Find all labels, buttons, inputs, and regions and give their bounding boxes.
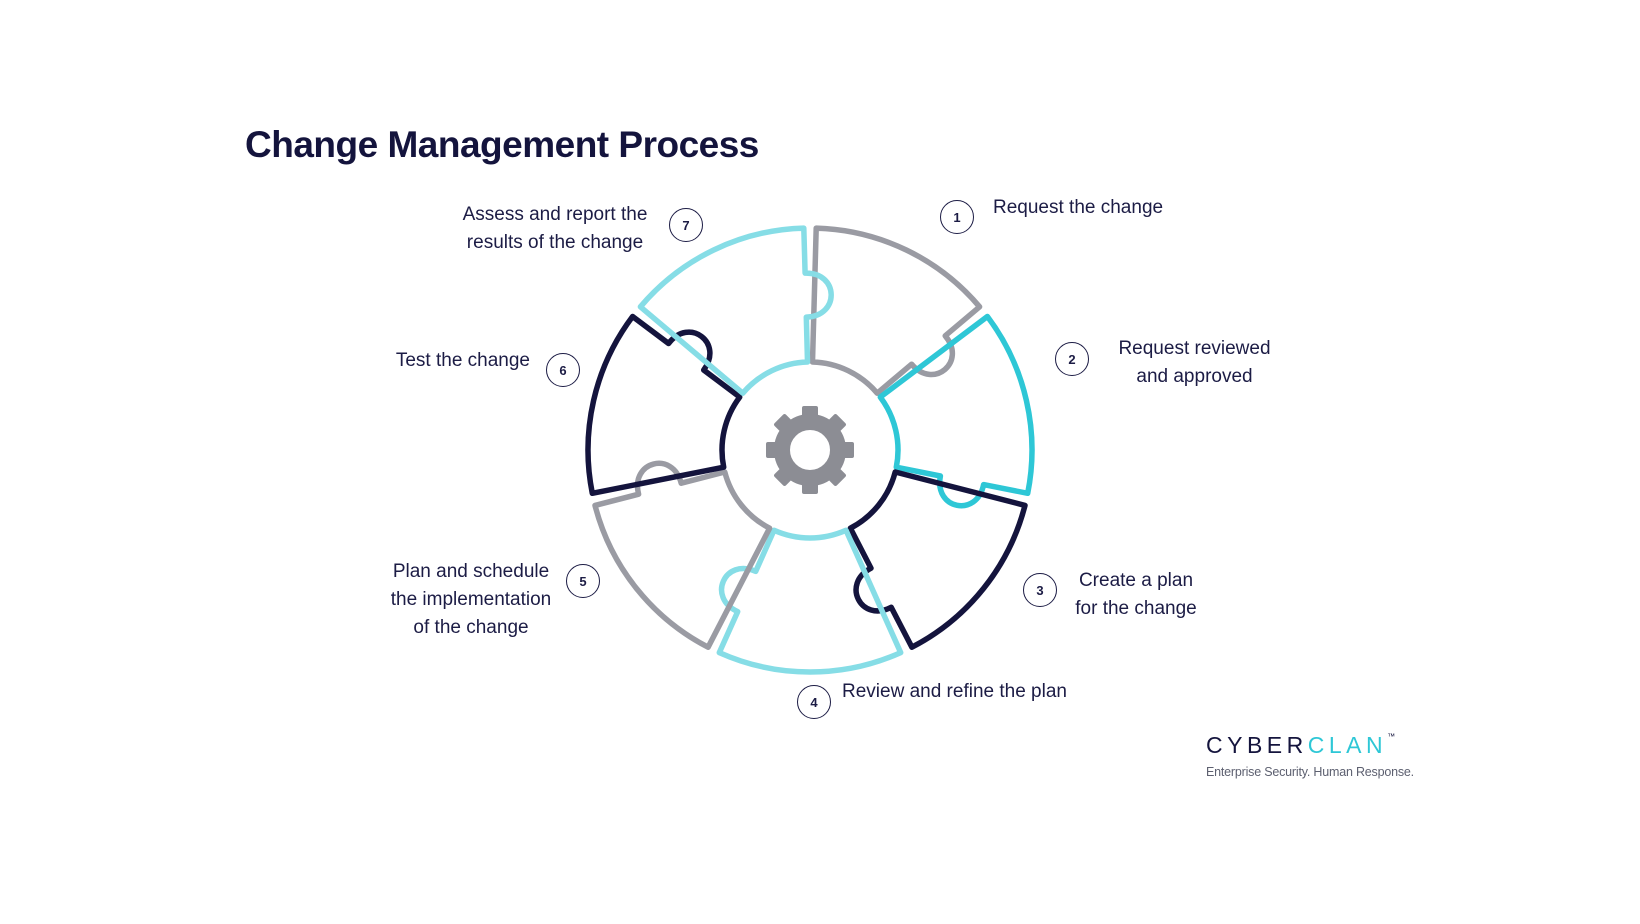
puzzle-ring <box>585 225 1035 675</box>
puzzle-piece-1 <box>809 225 983 396</box>
step-5-label: Plan and schedule the implementation of … <box>390 561 552 638</box>
step-6-label: Test the change <box>395 350 530 371</box>
gear-icon <box>766 406 854 494</box>
puzzle-piece-3 <box>847 469 1028 650</box>
puzzle-piece-2 <box>877 313 1035 509</box>
puzzle-piece-6 <box>585 313 743 497</box>
step-3-badge: 3 <box>1023 573 1057 607</box>
puzzle-piece-7 <box>637 225 834 396</box>
brand-logo: CYBERCLAN™ Enterprise Security. Human Re… <box>1206 732 1416 779</box>
step-3-label: Create a plan for the change <box>1075 570 1197 619</box>
step-2-badge: 2 <box>1055 342 1089 376</box>
puzzle-piece-4 <box>716 527 904 675</box>
step-2-label: Request reviewed and approved <box>1118 338 1271 387</box>
brand-name: CYBERCLAN™ <box>1206 732 1396 758</box>
brand-tagline: Enterprise Security. Human Response. <box>1206 765 1414 779</box>
puzzle-piece-5 <box>592 460 773 650</box>
step-4-label: Review and refine the plan <box>842 681 1067 702</box>
step-1-badge: 1 <box>940 200 974 234</box>
step-4-badge: 4 <box>797 685 831 719</box>
step-1-label: Request the change <box>993 197 1164 218</box>
step-5-badge: 5 <box>566 564 600 598</box>
page-title: Change Management Process <box>245 124 759 165</box>
step-6-badge: 6 <box>546 353 580 387</box>
step-7-badge: 7 <box>669 208 703 242</box>
step-7-label: Assess and report the results of the cha… <box>462 204 648 253</box>
